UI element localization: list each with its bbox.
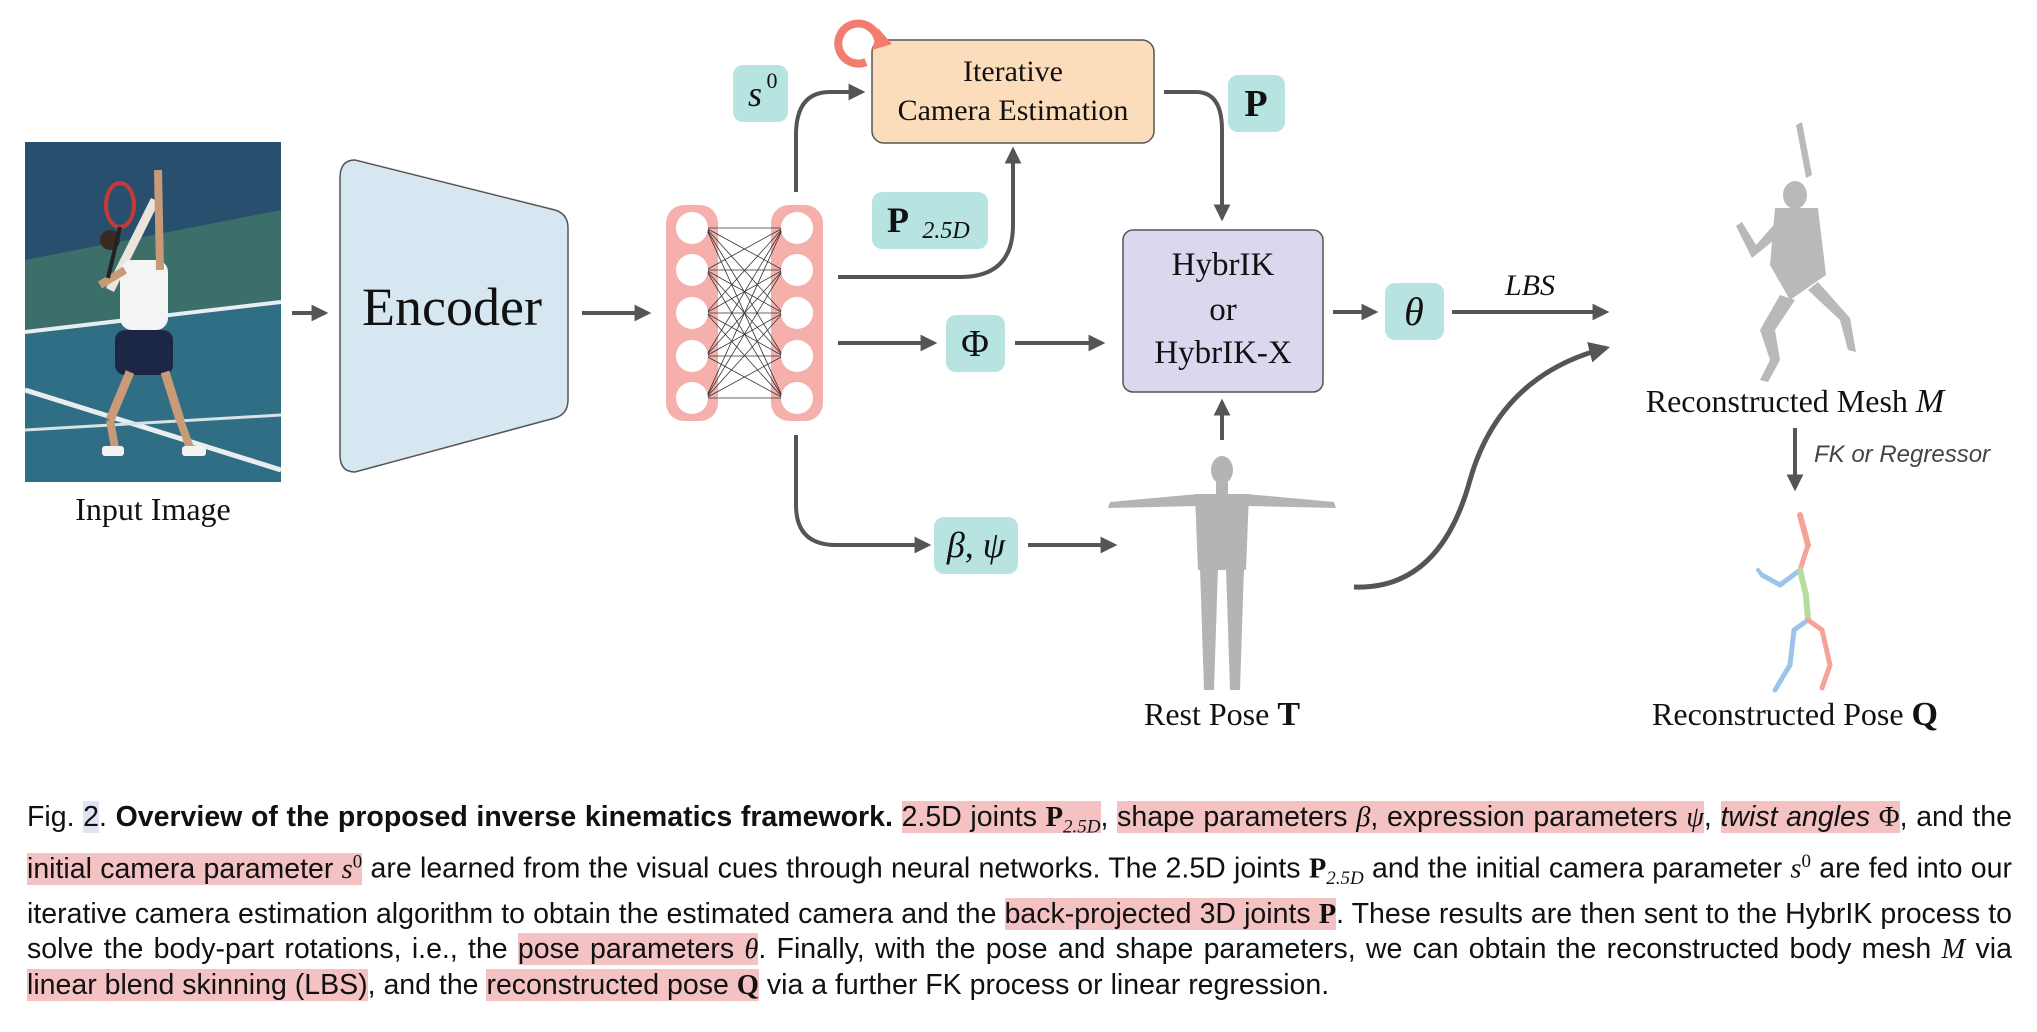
caption-text: are fed into our iterative camera estima… bbox=[27, 852, 2012, 930]
caption-text: . Finally, with the pose and shape param… bbox=[758, 933, 1942, 966]
fig-number-link[interactable]: 2 bbox=[83, 801, 100, 833]
svg-text:HybrIK-X: HybrIK-X bbox=[1154, 335, 1292, 371]
nn-edge bbox=[705, 227, 784, 314]
hl-twist-angles: twist angles Φ bbox=[1720, 801, 1900, 833]
hl-shape-params: shape parameters β, expression parameter… bbox=[1117, 801, 1704, 833]
tag-p25d: P 2.5D bbox=[872, 192, 988, 249]
caption-text: , and the bbox=[1899, 801, 2013, 833]
caption-title: Overview of the proposed inverse kinemat… bbox=[115, 801, 893, 833]
fig-prefix: Fig. bbox=[27, 801, 84, 833]
svg-text:2.5D: 2.5D bbox=[922, 218, 969, 244]
arrow-network-to-beta-psi bbox=[794, 435, 932, 554]
encoder-label: Encoder bbox=[362, 277, 542, 337]
svg-text:s: s bbox=[748, 74, 762, 114]
svg-text:or: or bbox=[1209, 292, 1237, 328]
svg-text:β, ψ: β, ψ bbox=[946, 525, 1006, 565]
caption-text: via bbox=[1965, 933, 2012, 966]
lbs-label: LBS bbox=[1504, 269, 1555, 302]
tag-beta-psi: β, ψ bbox=[934, 517, 1018, 574]
input-image bbox=[24, 142, 282, 482]
svg-text:0: 0 bbox=[767, 68, 778, 93]
hl-back-projected: back-projected 3D joints P bbox=[1004, 897, 1337, 930]
svg-text:Φ: Φ bbox=[961, 323, 989, 365]
input-image-label: Input Image bbox=[75, 491, 231, 527]
arrow-network-to-camera bbox=[794, 83, 866, 192]
tag-phi: Φ bbox=[946, 315, 1005, 372]
nn-edge bbox=[705, 355, 784, 399]
encoder-block bbox=[339, 159, 569, 473]
nn-edge bbox=[705, 227, 784, 271]
math-sub: 2.5D bbox=[1326, 868, 1364, 890]
nn-node bbox=[781, 297, 813, 329]
tag-s0: s 0 bbox=[733, 65, 788, 122]
arrow-camera-to-hybrik bbox=[1164, 90, 1231, 222]
caption-paragraph: Fig. 2. Overview of the proposed inverse… bbox=[27, 801, 2013, 1001]
nn-node bbox=[781, 340, 813, 372]
tag-theta: θ bbox=[1385, 283, 1444, 340]
nn-node bbox=[676, 340, 708, 372]
math-sup: 0 bbox=[1801, 851, 1811, 873]
nn-node bbox=[676, 297, 708, 329]
figure-caption: Fig. 2. Overview of the proposed inverse… bbox=[27, 800, 2012, 1003]
camera-estimation-box: Iterative Camera Estimation bbox=[871, 39, 1155, 144]
nn-node bbox=[676, 254, 708, 286]
nn-node bbox=[781, 382, 813, 414]
nn-edge bbox=[705, 312, 784, 399]
tag-p: P bbox=[1228, 75, 1285, 132]
pose-label: Reconstructed Pose Q bbox=[1652, 696, 1938, 733]
svg-text:Iterative: Iterative bbox=[963, 55, 1063, 88]
svg-text:HybrIK: HybrIK bbox=[1172, 247, 1275, 283]
nn-node bbox=[781, 254, 813, 286]
math-s: s bbox=[1790, 853, 1802, 885]
nn-edge bbox=[705, 227, 784, 399]
svg-text:P: P bbox=[1244, 83, 1267, 125]
caption-text: , bbox=[1100, 801, 1118, 833]
nn-node bbox=[676, 382, 708, 414]
nn-edge bbox=[705, 227, 784, 357]
reconstructed-mesh-figure bbox=[1736, 122, 1856, 382]
caption-text: via a further FK process or linear regre… bbox=[758, 968, 1330, 1001]
hl-initial-camera: initial camera parameter s0 bbox=[27, 851, 363, 885]
hl-2.5d-joints: 2.5D joints P2.5D bbox=[901, 801, 1101, 838]
reconstructed-pose-skeleton bbox=[1756, 512, 1833, 693]
math-p: P bbox=[1308, 853, 1327, 885]
svg-text:Camera Estimation: Camera Estimation bbox=[898, 94, 1129, 127]
refresh-icon bbox=[834, 19, 892, 68]
caption-text: , and the bbox=[367, 968, 487, 1001]
nn-node bbox=[676, 212, 708, 244]
caption-text: and the initial camera parameter bbox=[1363, 852, 1791, 885]
tennis-player-figure bbox=[97, 169, 206, 456]
arrow-rest-to-mesh bbox=[1353, 341, 1611, 590]
rest-pose-label: Rest Pose T bbox=[1144, 696, 1300, 733]
nn-node bbox=[781, 212, 813, 244]
hl-lbs: linear blend skinning (LBS) bbox=[27, 968, 368, 1001]
arrow-p25d-to-camera bbox=[838, 146, 1022, 279]
hl-reconstructed-pose: reconstructed pose Q bbox=[486, 968, 759, 1001]
svg-text:P: P bbox=[887, 200, 909, 240]
hl-pose-params: pose parameters θ bbox=[517, 933, 759, 966]
caption-text: are learned from the visual cues through… bbox=[362, 852, 1309, 885]
framework-diagram: Input Image Encoder s 0 P 2.5D Iterative… bbox=[24, 19, 1991, 733]
caption-text: , bbox=[1703, 801, 1721, 833]
rest-pose-figure bbox=[1108, 456, 1336, 690]
math-m: M bbox=[1941, 934, 1966, 966]
svg-text:θ: θ bbox=[1404, 289, 1424, 334]
fk-label: FK or Regressor bbox=[1814, 441, 1991, 468]
nn-edge bbox=[705, 269, 784, 399]
caption-text: . These results are then sent to the Hyb… bbox=[27, 897, 2012, 966]
hybrik-box: HybrIK or HybrIK-X bbox=[1122, 229, 1324, 393]
neural-network-icon bbox=[666, 205, 823, 421]
mesh-label: Reconstructed Mesh M bbox=[1646, 383, 1946, 420]
